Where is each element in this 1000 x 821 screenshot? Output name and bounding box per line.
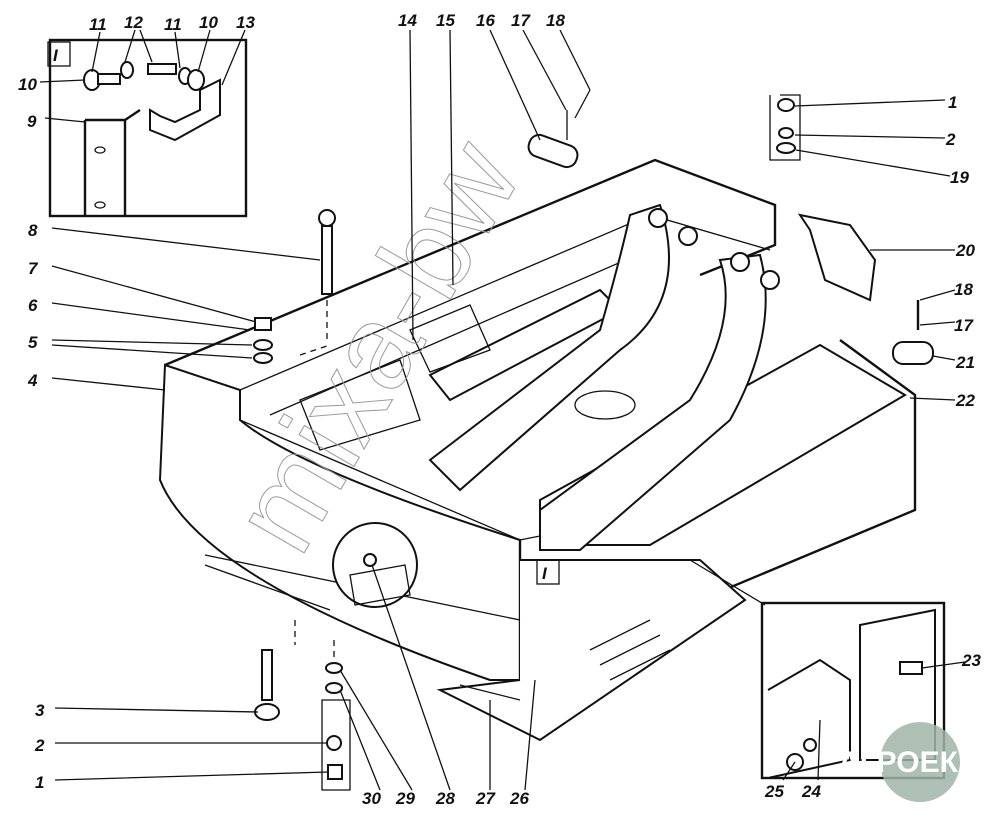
logo-text: АГРОЕКА bbox=[838, 746, 980, 779]
callout-number: 24 bbox=[801, 782, 821, 801]
callout-number: 10 bbox=[199, 13, 218, 32]
main-frame: I bbox=[158, 158, 917, 742]
leader-lines bbox=[39, 29, 966, 791]
callout-number: 18 bbox=[954, 280, 973, 299]
callout-number: 20 bbox=[955, 241, 975, 260]
callout-number: 1 bbox=[948, 93, 957, 112]
callout-number: 12 bbox=[124, 13, 143, 32]
callout-number: 13 bbox=[236, 13, 255, 32]
callout-number: 8 bbox=[28, 221, 38, 240]
callout-number: 16 bbox=[476, 11, 495, 30]
callout-labels: 11 12 11 10 13 10 9 14 15 16 17 18 1 2 1… bbox=[18, 11, 981, 808]
loose-parts bbox=[253, 89, 934, 791]
callout-number: 4 bbox=[27, 371, 38, 390]
callout-number: 2 bbox=[945, 130, 956, 149]
callout-number: 17 bbox=[954, 316, 974, 335]
callout-number: 19 bbox=[950, 168, 969, 187]
callout-number: 11 bbox=[164, 15, 182, 34]
callout-number: 21 bbox=[955, 353, 975, 372]
inset-marker-label: I bbox=[53, 46, 59, 65]
callout-number: 10 bbox=[18, 75, 37, 94]
callout-number: 11 bbox=[89, 15, 107, 34]
callout-number: 3 bbox=[35, 701, 45, 720]
callout-number: 2 bbox=[34, 736, 45, 755]
callout-number: 7 bbox=[28, 259, 39, 278]
callout-number: 1 bbox=[35, 773, 44, 792]
inset-detail-top-left: I bbox=[47, 38, 248, 218]
callout-number: 27 bbox=[475, 789, 496, 808]
callout-number: 25 bbox=[764, 782, 784, 801]
callout-number: 29 bbox=[395, 789, 415, 808]
callout-number: 9 bbox=[27, 112, 37, 131]
callout-number: 17 bbox=[511, 11, 531, 30]
callout-number: 22 bbox=[955, 391, 975, 410]
callout-number: 26 bbox=[509, 789, 529, 808]
section-marker-label: I bbox=[542, 564, 548, 583]
callout-number: 18 bbox=[546, 11, 565, 30]
callout-number: 23 bbox=[961, 651, 981, 670]
callout-number: 30 bbox=[362, 789, 381, 808]
callout-number: 14 bbox=[398, 11, 417, 30]
callout-number: 6 bbox=[28, 296, 38, 315]
callout-number: 15 bbox=[436, 11, 455, 30]
inset-detail-bottom-right: АГРОЕКА bbox=[689, 559, 980, 802]
callout-number: 5 bbox=[28, 333, 38, 352]
callout-number: 28 bbox=[435, 789, 455, 808]
